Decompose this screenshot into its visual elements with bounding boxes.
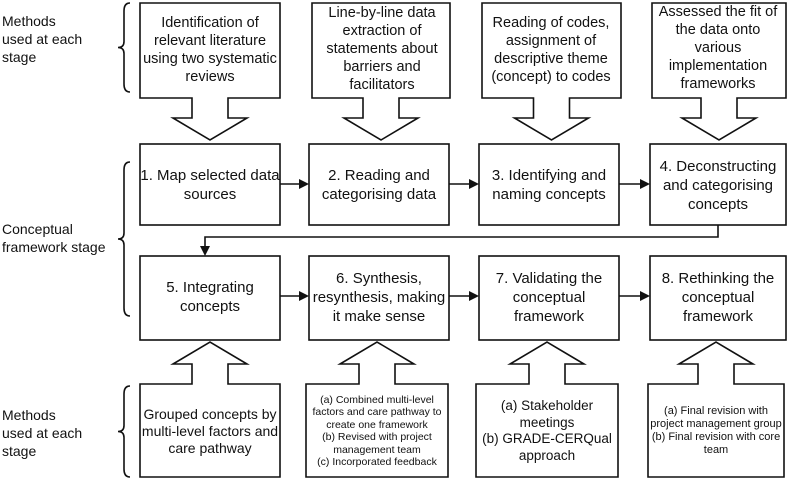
stage-3-box: 3. Identifying and naming concepts	[491, 167, 607, 203]
method-bottom-3-shape	[475, 341, 619, 478]
method-top-2-shape	[311, 2, 451, 141]
arrow-3-4-head	[640, 179, 650, 189]
brace-conceptual	[117, 161, 131, 317]
stage-7-rect	[478, 255, 620, 341]
method-bottom-3: (a) Stakeholder meetings (b) GRADE-CERQu…	[482, 398, 612, 463]
stage-5-rect	[139, 255, 281, 341]
method-top-3-shape	[481, 2, 622, 141]
side-label-methods-bottom: Methods used at each stage	[2, 407, 83, 459]
arrow-7-8-head	[640, 291, 650, 301]
brace-methods-bottom	[117, 385, 131, 478]
method-bottom-1: Grouped concepts by multi-level factors …	[141, 405, 279, 456]
method-top-2: Line-by-line data extraction of statemen…	[326, 5, 438, 93]
method-bottom-2: (a) Combined multi-level factors and car…	[312, 393, 442, 469]
stage-1-box: 1. Map selected data sources	[140, 167, 280, 203]
connector-4-5	[204, 225, 719, 248]
side-label-methods-top: Methods used at each stage	[2, 13, 83, 65]
connector-4-5-head	[200, 246, 210, 256]
arrow-2-3-head	[469, 179, 479, 189]
stage-3-rect	[478, 143, 620, 226]
stage-2-rect	[308, 143, 450, 226]
arrow-6-7-head	[469, 291, 479, 301]
method-top-1-shape	[139, 2, 281, 141]
method-top-4: Assessed the fit of the data onto variou…	[658, 4, 778, 92]
stage-8-box: 8. Rethinking the conceptual framework	[661, 269, 775, 325]
stage-6-box: 6. Synthesis, resynthesis, making it mak…	[312, 269, 446, 325]
stage-7-box: 7. Validating the conceptual framework	[495, 269, 603, 325]
side-label-conceptual: Conceptual framework stage	[2, 221, 106, 255]
method-bottom-2-shape	[305, 341, 449, 478]
method-top-4-shape	[651, 2, 787, 141]
stage-1-rect	[139, 143, 281, 226]
method-bottom-4-shape	[647, 341, 785, 478]
stage-4-box: 4. Deconstructing and categorising conce…	[659, 157, 777, 213]
stage-2-box: 2. Reading and categorising data	[321, 167, 437, 203]
stage-8-rect	[649, 255, 787, 341]
arrow-1-2-head	[299, 179, 309, 189]
method-bottom-4: (a) Final revision with project manageme…	[650, 405, 782, 456]
arrow-5-6-head	[299, 291, 309, 301]
brace-methods-top	[117, 2, 131, 93]
method-top-1: Identification of relevant literature us…	[143, 15, 277, 85]
stage-5-box: 5. Integrating concepts	[166, 279, 254, 315]
method-bottom-1-shape	[139, 341, 281, 478]
method-top-3: Reading of codes, assignment of descript…	[491, 15, 611, 85]
stage-4-rect	[649, 143, 787, 226]
stage-6-rect	[308, 255, 450, 341]
